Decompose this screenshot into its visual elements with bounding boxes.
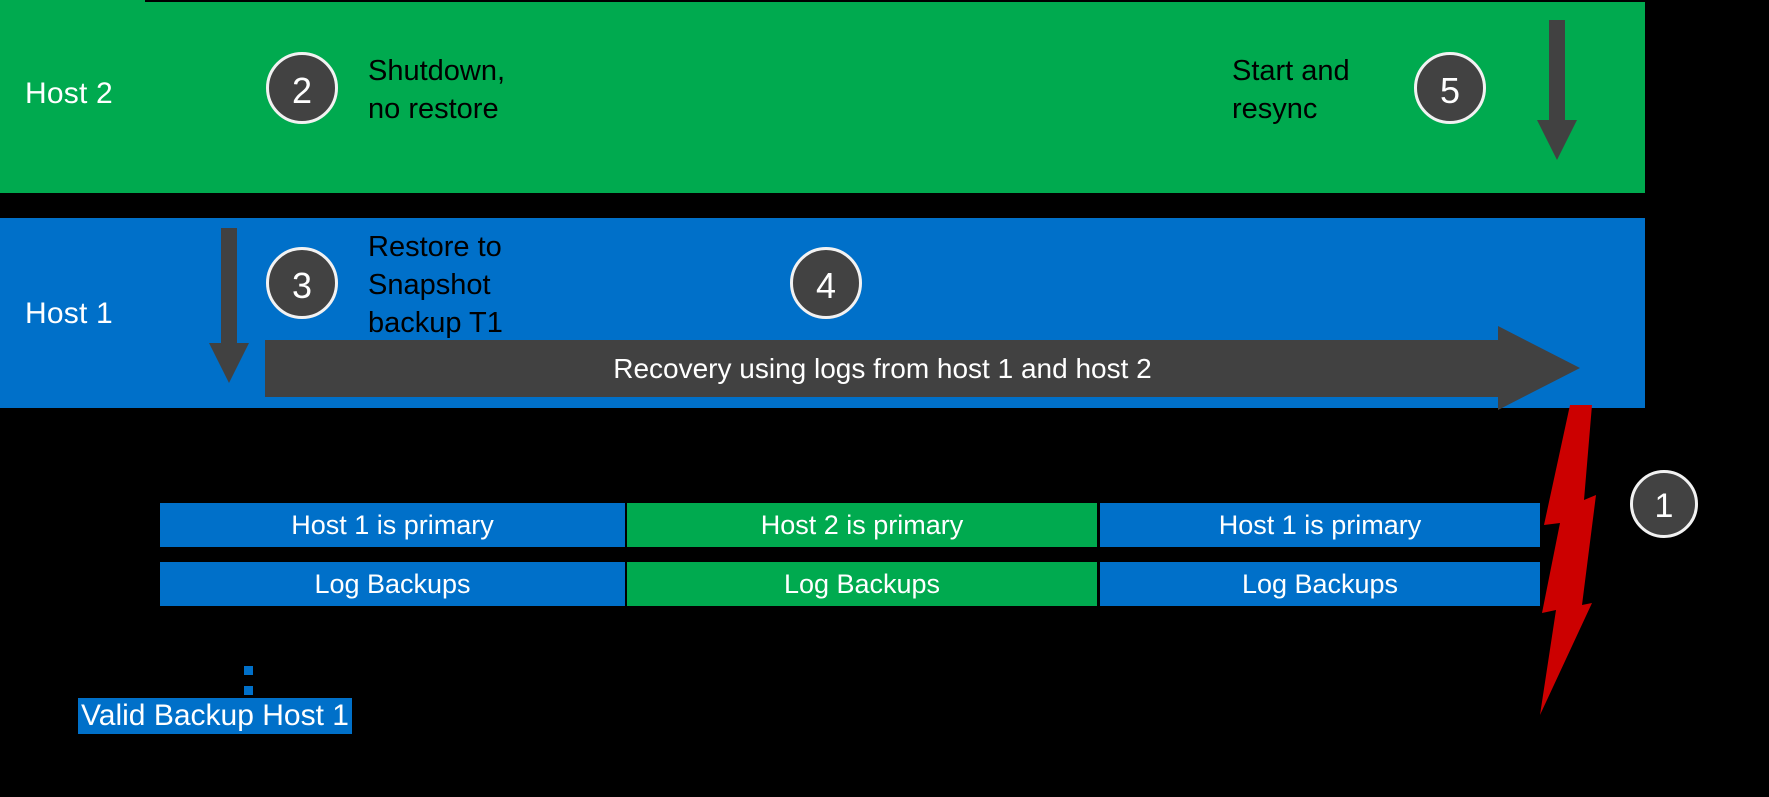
recovery-arrow: Recovery using logs from host 1 and host… bbox=[265, 326, 1580, 410]
swimlane-host1-left-cap bbox=[0, 218, 145, 408]
step-badge-2[interactable]: 2 bbox=[266, 52, 338, 124]
step-badge-5[interactable]: 5 bbox=[1414, 52, 1486, 124]
swimlane-host2-top-cap bbox=[0, 0, 145, 6]
down-arrow-host1-icon bbox=[209, 228, 249, 383]
callout-leader-dots-icon bbox=[244, 666, 254, 698]
swimlane-label-host1: Host 1 bbox=[25, 297, 113, 330]
step-caption-start-resync: Start and resync bbox=[1232, 55, 1350, 125]
step-caption-shutdown: Shutdown, no restore bbox=[368, 55, 506, 125]
swimlane-host2 bbox=[0, 2, 1645, 193]
step-caption-restore: Restore to Snapshot backup T1 bbox=[368, 231, 503, 339]
swimlane-label-host2: Host 2 bbox=[25, 77, 113, 110]
timeline-segment-primary-3[interactable]: Host 1 is primary bbox=[1100, 503, 1540, 547]
step-badge-1[interactable]: 1 bbox=[1630, 470, 1698, 538]
timeline-segment-backup-2[interactable]: Log Backups bbox=[627, 562, 1097, 606]
timeline-segment-backup-3[interactable]: Log Backups bbox=[1100, 562, 1540, 606]
timeline-segment-backup-1[interactable]: Log Backups bbox=[160, 562, 625, 606]
valid-backup-label: Valid Backup Host 1 bbox=[78, 698, 352, 734]
recovery-arrow-body: Recovery using logs from host 1 and host… bbox=[265, 340, 1500, 397]
lightning-bolt-icon bbox=[1540, 405, 1596, 715]
recovery-arrow-label: Recovery using logs from host 1 and host… bbox=[613, 352, 1152, 384]
step-badge-4[interactable]: 4 bbox=[790, 247, 862, 319]
timeline-segment-primary-2[interactable]: Host 2 is primary bbox=[627, 503, 1097, 547]
step-badge-3[interactable]: 3 bbox=[266, 247, 338, 319]
timeline-segment-primary-1[interactable]: Host 1 is primary bbox=[160, 503, 625, 547]
down-arrow-host2-icon bbox=[1537, 20, 1577, 160]
recovery-arrow-head-icon bbox=[1498, 326, 1580, 410]
